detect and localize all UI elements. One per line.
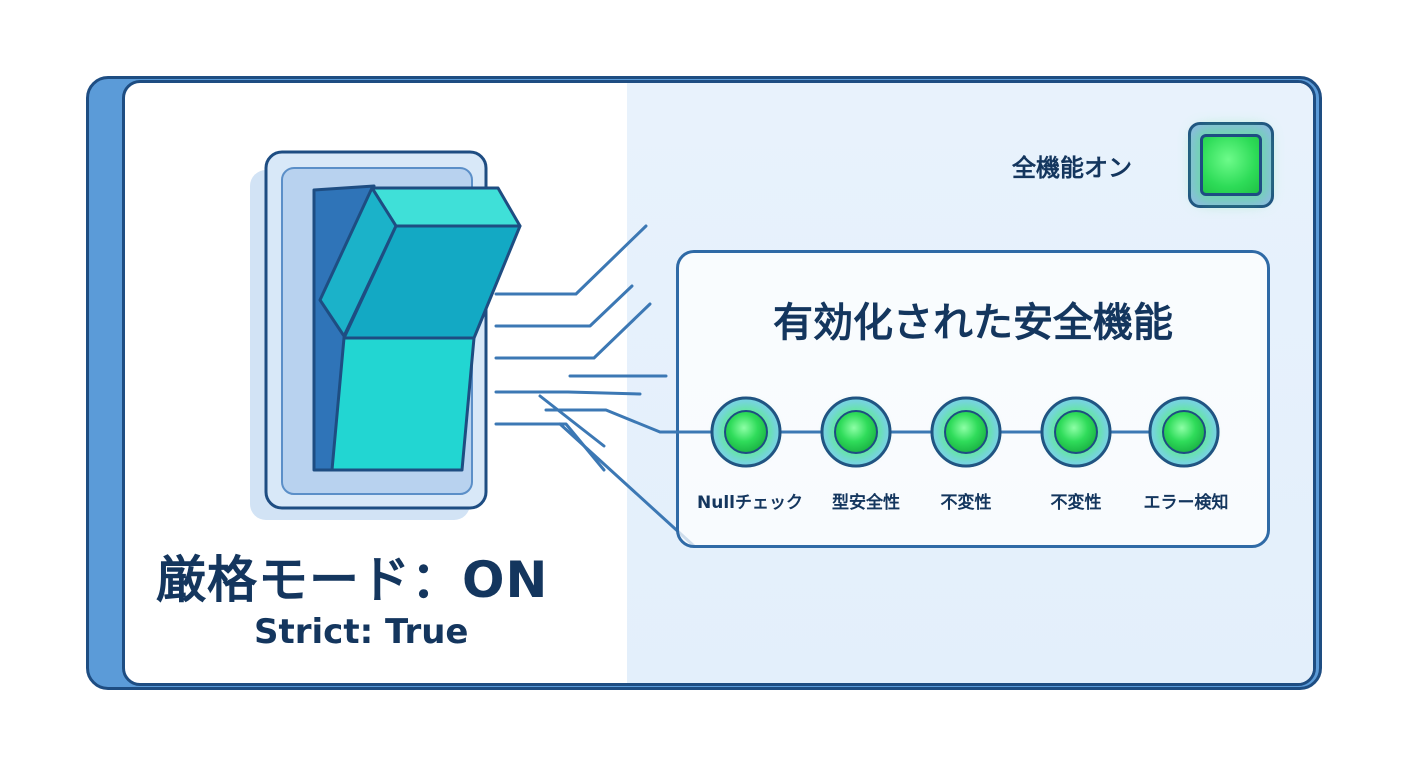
rocker-switch[interactable] [312, 184, 522, 472]
all-on-indicator [1188, 122, 1274, 208]
all-on-label: 全機能オン [1012, 154, 1132, 182]
circuit-lines [494, 224, 710, 548]
feature-label-null-check: Nullチェック [697, 493, 803, 513]
feature-label-immutability-2: 不変性 [1050, 493, 1102, 513]
feature-label-type-safety: 型安全性 [832, 493, 900, 513]
feature-label-immutability: 不変性 [940, 493, 992, 513]
rocker-top [370, 186, 522, 228]
feature-label-error-detection: エラー検知 [1143, 493, 1229, 513]
features-title: 有効化された安全機能 [773, 300, 1173, 346]
rocker-face-lower [330, 336, 476, 472]
green-led-icon [1200, 134, 1262, 196]
mode-subtitle: Strict: True [254, 612, 469, 652]
mode-title: 厳格モード：ON [156, 551, 549, 609]
